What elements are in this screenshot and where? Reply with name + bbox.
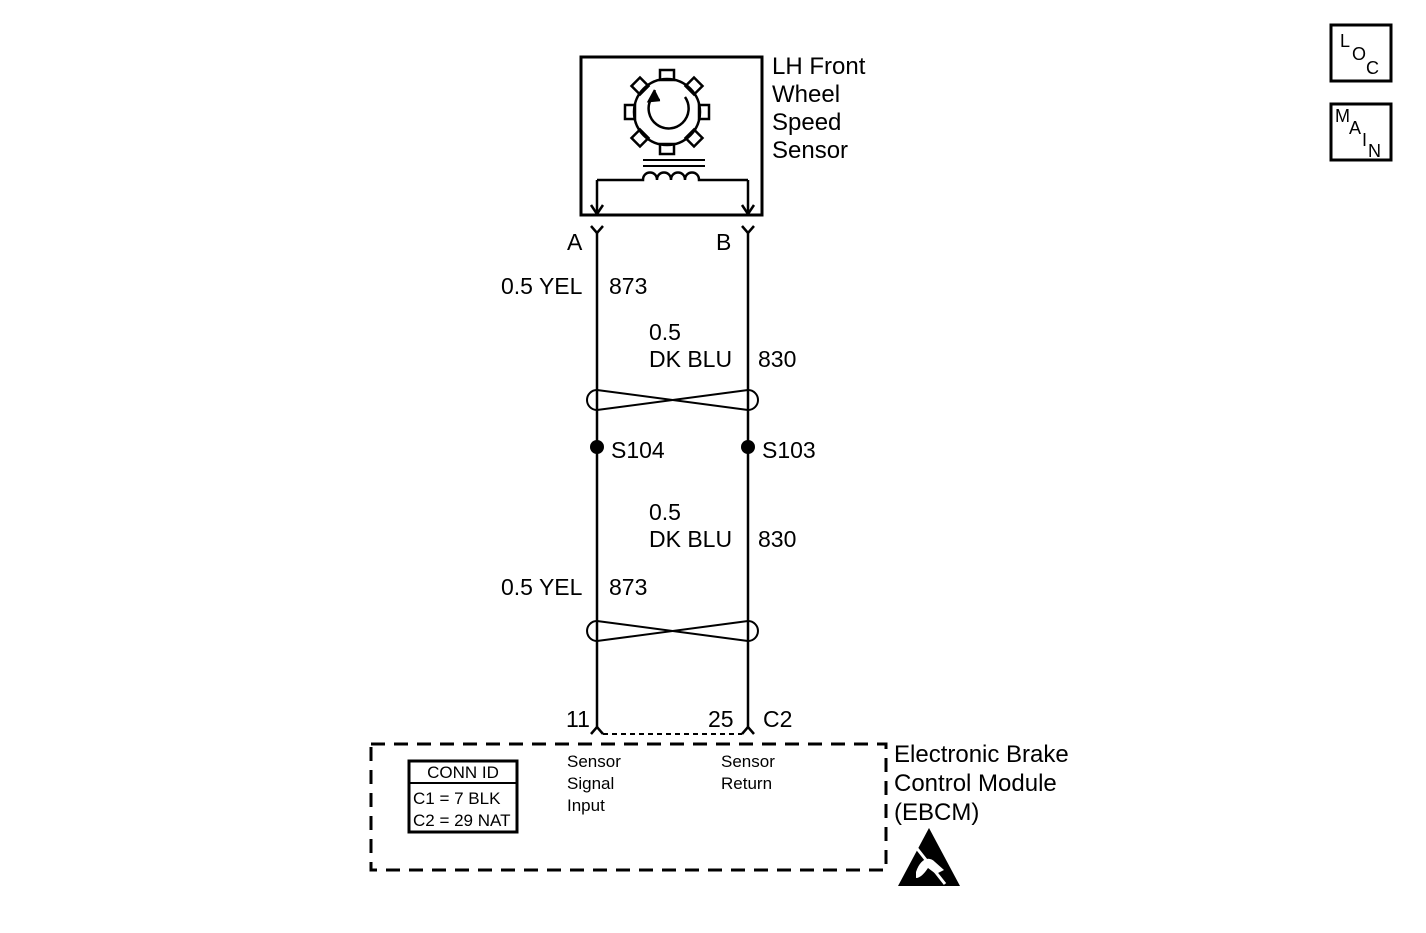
esd-warning-icon: [898, 828, 960, 886]
wire-873-lower-circuit: 873: [609, 574, 647, 600]
loc-button[interactable]: L O C: [1329, 23, 1393, 83]
conn-id-row-c1: C1 = 7 BLK: [413, 789, 501, 808]
conn-id-header: CONN ID: [427, 763, 499, 782]
twisted-pair-upper-icon: [586, 389, 759, 411]
sensor-name-line2: Wheel: [772, 81, 840, 108]
tone-wheel-icon: [623, 68, 711, 156]
connector-male-icon: [590, 725, 604, 735]
main-m: M: [1335, 106, 1350, 126]
signal-label-line1: Sensor: [567, 752, 621, 771]
splice-s104: [590, 440, 604, 454]
conn-id-row-c2: C2 = 29 NAT: [413, 811, 510, 830]
wire-830-upper-size: 0.5: [649, 319, 681, 345]
ebcm-module: Sensor Signal Input Sensor Return CONN I…: [369, 741, 1069, 872]
splice-s104-label: S104: [611, 437, 665, 463]
loc-l: L: [1340, 31, 1350, 51]
pin-25-label: 25: [708, 706, 734, 732]
sensor-name-line4: Sensor: [772, 137, 848, 164]
sensor-name-line1: LH Front: [772, 53, 866, 80]
connector-female-icon: [741, 225, 755, 235]
loc-o: O: [1352, 44, 1366, 64]
ebcm-name-line1: Electronic Brake: [894, 741, 1069, 768]
ebcm-name-line3: (EBCM): [894, 799, 979, 826]
sensor-name-line3: Speed: [772, 109, 841, 136]
wire-830-upper-color: DK BLU: [649, 346, 732, 372]
connector-male-icon: [741, 725, 755, 735]
arrow-down-icon: [740, 204, 756, 217]
wire-830-upper-circuit: 830: [758, 346, 796, 372]
connector-c2-label: C2: [763, 706, 792, 732]
coil-icon: [597, 171, 748, 182]
terminal-a-label: A: [567, 229, 583, 255]
connector-female-icon: [590, 225, 604, 235]
main-n: N: [1368, 141, 1381, 161]
wire-830-lower-circuit: 830: [758, 526, 796, 552]
wheel-speed-sensor: LH Front Wheel Speed Sensor: [579, 53, 866, 217]
return-label-line1: Sensor: [721, 752, 775, 771]
splice-s103: [741, 440, 755, 454]
wire-873-upper-circuit: 873: [609, 273, 647, 299]
arrow-down-icon: [589, 204, 605, 217]
return-label-line2: Return: [721, 774, 772, 793]
wire-873-lower-size-color: 0.5 YEL: [501, 574, 583, 600]
main-a: A: [1349, 118, 1361, 138]
loc-c: C: [1366, 58, 1379, 78]
twisted-pair-lower-icon: [586, 620, 759, 642]
splice-s103-label: S103: [762, 437, 816, 463]
pin-11-label: 11: [566, 706, 590, 732]
terminal-b-label: B: [716, 229, 731, 255]
wire-830-lower-color: DK BLU: [649, 526, 732, 552]
ebcm-name-line2: Control Module: [894, 770, 1057, 797]
wire-873-upper-size-color: 0.5 YEL: [501, 273, 583, 299]
main-button[interactable]: M A I N: [1329, 102, 1393, 162]
main-i: I: [1362, 130, 1367, 150]
signal-label-line3: Input: [567, 796, 605, 815]
signal-label-line2: Signal: [567, 774, 614, 793]
conn-id-table: CONN ID C1 = 7 BLK C2 = 29 NAT: [407, 759, 519, 834]
wire-830-lower-size: 0.5: [649, 499, 681, 525]
